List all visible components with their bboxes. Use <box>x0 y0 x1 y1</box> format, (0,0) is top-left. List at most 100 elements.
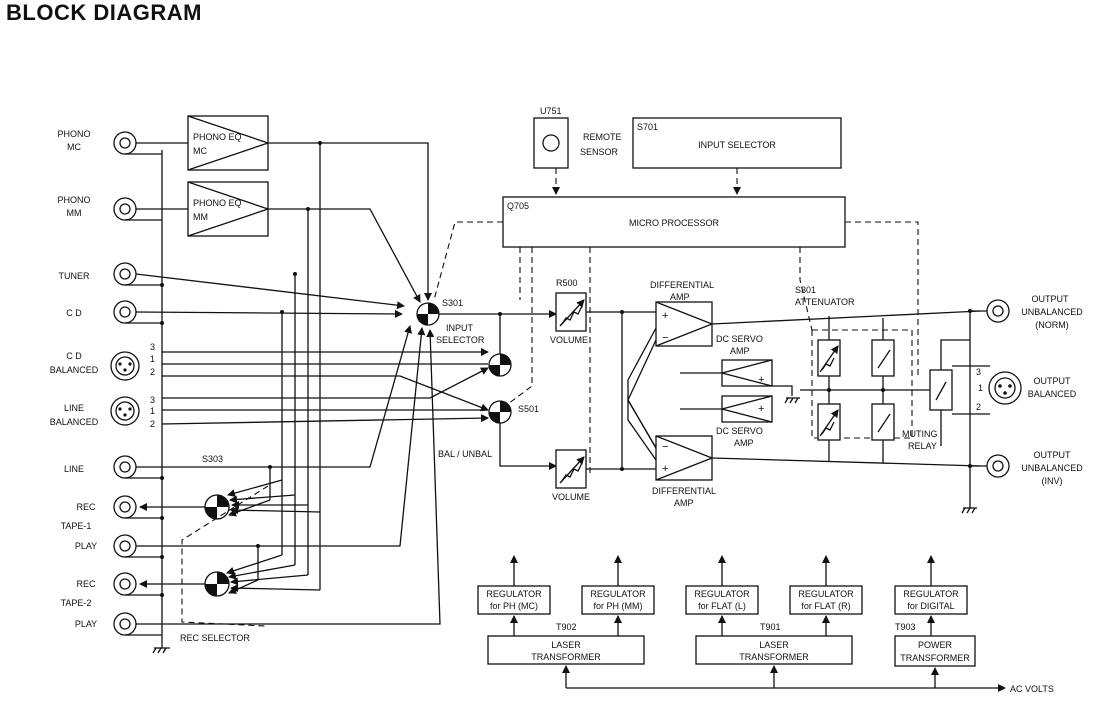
output-balanced-xlr-icon <box>988 371 1022 405</box>
diff-amp-bottom-label-1: DIFFERENTIAL <box>652 486 716 496</box>
diff-amp-top-label-2: AMP <box>670 292 690 302</box>
tuner-label: TUNER <box>59 271 90 281</box>
micro-processor-label: MICRO PROCESSOR <box>629 218 720 228</box>
bal-unbal-label: BAL / UNBAL <box>438 449 492 459</box>
svg-text:REGULATOR: REGULATOR <box>798 589 854 599</box>
svg-text:for FLAT (L): for FLAT (L) <box>698 601 746 611</box>
phono-eq-mc-label-2: MC <box>193 146 207 156</box>
input-selector-label-2: SELECTOR <box>436 335 485 345</box>
s301-attenuator: S301 ATTENUATOR MUTING RELAY <box>795 285 940 463</box>
out-pin-3: 3 <box>976 367 981 377</box>
regulator-flat-r: REGULATOR for FLAT (R) <box>789 555 863 615</box>
line-label: LINE <box>64 464 84 474</box>
remote-label-2: SENSOR <box>580 147 619 157</box>
phono-mc-label-2: MC <box>67 142 81 152</box>
s701-label: S701 <box>637 122 658 132</box>
selector-to-volume-wiring <box>439 310 557 470</box>
svg-text:for FLAT (R): for FLAT (R) <box>801 601 850 611</box>
svg-text:LASER: LASER <box>551 640 581 650</box>
tape1-label: TAPE-1 <box>61 521 92 531</box>
volume-bottom-label: VOLUME <box>552 492 590 502</box>
phono-mm-label-2: MM <box>67 208 82 218</box>
u751-label: U751 <box>540 106 562 116</box>
sensor-icon <box>542 134 560 152</box>
xlr-jack-icon <box>110 396 140 426</box>
minus-sign: − <box>662 332 668 344</box>
svg-text:LASER: LASER <box>759 640 789 650</box>
remote-sensor-block: U751 REMOTE SENSOR <box>533 106 622 195</box>
input-selector-label-1: INPUT <box>446 323 474 333</box>
play1-label: PLAY <box>75 541 97 551</box>
cd-bal-pin-1: 1 <box>150 354 155 364</box>
q705-label: Q705 <box>507 201 529 211</box>
regulator-flat-l: REGULATOR for FLAT (L) <box>685 555 759 615</box>
out-pin-2: 2 <box>976 402 981 412</box>
laser-transformer-1 <box>487 635 645 665</box>
ground-icon <box>152 647 170 654</box>
input-labels: PHONO MC PHONO MM TUNER C D C D BALANCED… <box>50 129 99 629</box>
att-label-1: S301 <box>795 285 816 295</box>
ground-icon <box>961 490 977 514</box>
input-wiring <box>135 141 489 625</box>
power-transformer <box>894 635 976 667</box>
rec-selector-label: REC SELECTOR <box>180 633 250 643</box>
muting-relay-label-1: MUTING <box>902 429 938 439</box>
diff-amp-bottom-label-2: AMP <box>674 498 694 508</box>
att-label-2: ATTENUATOR <box>795 297 855 307</box>
dc-servo-top-label-1: DC SERVO <box>716 334 763 344</box>
s301-input-selector: S301 INPUT SELECTOR <box>416 298 485 345</box>
dc-servo-bottom-label-2: AMP <box>734 438 754 448</box>
t903-label: T903 <box>895 622 916 632</box>
power-supply: REGULATOR for PH (MC) REGULATOR for PH (… <box>477 555 1054 694</box>
cd-balanced-label-1: C D <box>66 351 82 361</box>
svg-text:TRANSFORMER: TRANSFORMER <box>900 653 970 663</box>
out-bal-label-1: OUTPUT <box>1034 376 1072 386</box>
plus-sign: + <box>662 310 668 322</box>
out-bal-label-2: BALANCED <box>1028 389 1077 399</box>
cd-bal-pin-3: 3 <box>150 342 155 352</box>
svg-text:+: + <box>758 403 764 415</box>
rca-jack-icon <box>113 534 137 558</box>
dc-servo-bottom-label-1: DC SERVO <box>716 426 763 436</box>
out-inv-label-2: UNBALANCED <box>1021 463 1083 473</box>
phono-eq-mm-label-2: MM <box>193 212 208 222</box>
volume-bottom: VOLUME <box>552 449 590 502</box>
out-inv-label-1: OUTPUT <box>1034 450 1072 460</box>
phono-mm-label-1: PHONO <box>57 195 90 205</box>
regulator-digital: REGULATOR for DIGITAL <box>894 555 968 615</box>
rca-jack-icon <box>113 455 137 479</box>
input-selector-box-label: INPUT SELECTOR <box>698 140 776 150</box>
rca-jack-icon <box>113 300 137 324</box>
s303-rec-selector: S303 REC SELECTOR <box>139 454 321 643</box>
remote-label-1: REMOTE <box>583 132 622 142</box>
s301-label: S301 <box>442 298 463 308</box>
minus-sign: − <box>662 441 668 453</box>
micro-processor-block: Q705 MICRO PROCESSOR <box>433 196 919 474</box>
r500-label: R500 <box>556 278 578 288</box>
rca-jack-icon <box>113 262 137 286</box>
svg-text:REGULATOR: REGULATOR <box>694 589 750 599</box>
ground-icon <box>784 397 800 404</box>
out-norm-label-1: OUTPUT <box>1032 294 1070 304</box>
differential-amp-top: DIFFERENTIAL AMP + − <box>586 280 981 347</box>
svg-text:for PH (MC): for PH (MC) <box>490 601 538 611</box>
out-norm-label-2: UNBALANCED <box>1021 307 1083 317</box>
phono-eq-mc-block: PHONO EQ MC <box>187 115 271 171</box>
phono-eq-mm-block: PHONO EQ MM <box>187 181 271 237</box>
rca-jack-icon <box>113 131 137 155</box>
s501-bal-selector: S501 BAL / UNBAL <box>438 353 539 459</box>
ac-volts-label: AC VOLTS <box>1010 684 1054 694</box>
rca-jack-icon <box>113 572 137 596</box>
rec2-label: REC <box>76 579 96 589</box>
output-norm-jack-icon <box>986 299 1010 323</box>
rec1-label: REC <box>76 502 96 512</box>
play2-label: PLAY <box>75 619 97 629</box>
s303-label: S303 <box>202 454 223 464</box>
svg-text:+: + <box>758 374 764 386</box>
dc-servo-amp-bottom: + DC SERVO AMP <box>680 385 800 448</box>
s701-input-selector-block: S701 INPUT SELECTOR <box>632 117 842 195</box>
line-balanced-label-1: LINE <box>64 403 84 413</box>
svg-text:POWER: POWER <box>918 640 953 650</box>
svg-text:for DIGITAL: for DIGITAL <box>907 601 954 611</box>
left-ground-bus <box>125 150 170 654</box>
